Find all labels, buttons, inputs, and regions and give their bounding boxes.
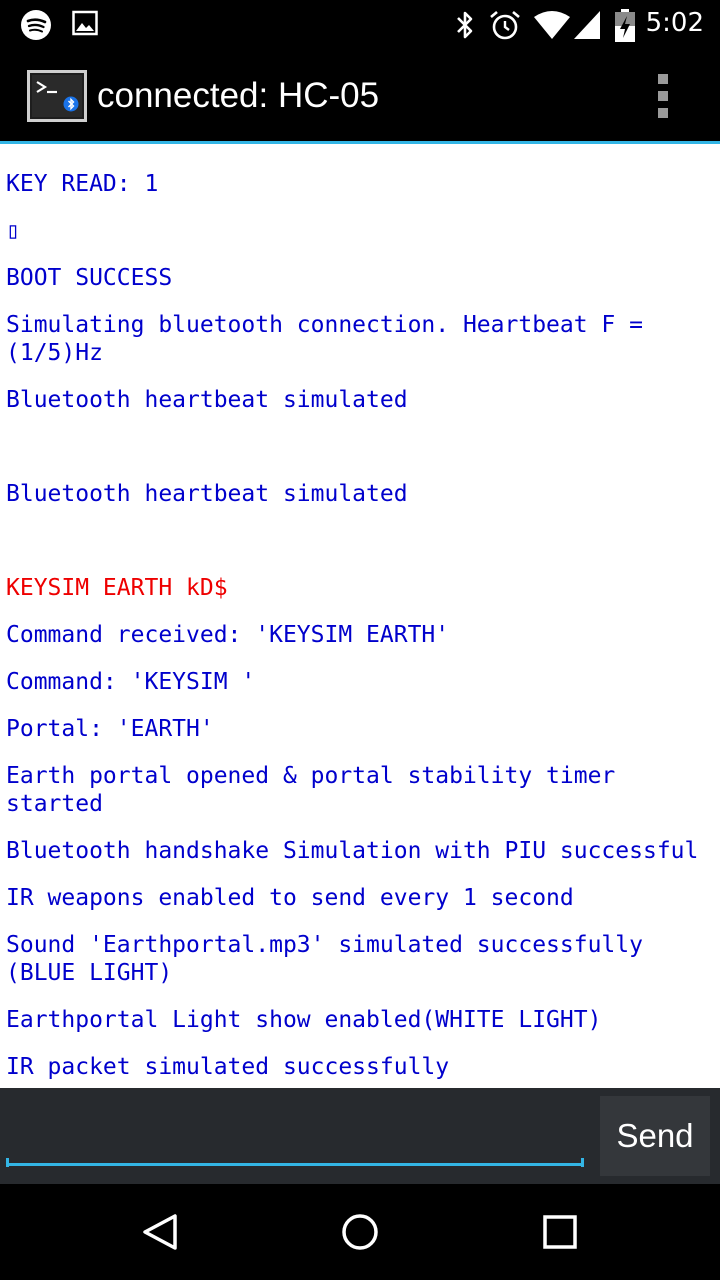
input-underline-left (6, 1158, 9, 1167)
send-button[interactable]: Send (600, 1096, 710, 1176)
terminal-line: Command: 'KEYSIM ' (6, 669, 256, 695)
terminal-line: Sound 'Earthportal.mp3' simulated succes… (6, 932, 657, 986)
status-time: 5:02 (645, 8, 704, 38)
terminal-line: IR packet simulated successfully (6, 1054, 450, 1080)
image-icon (72, 10, 98, 36)
overflow-menu-icon[interactable] (652, 74, 674, 118)
home-icon[interactable] (340, 1212, 380, 1252)
terminal-line: Simulating bluetooth connection. Heartbe… (6, 312, 657, 366)
terminal-line: Earthportal Light show enabled(WHITE LIG… (6, 1007, 602, 1033)
terminal-line: Bluetooth heartbeat simulated (6, 387, 408, 413)
recents-icon[interactable] (542, 1212, 578, 1252)
bluetooth-icon (457, 11, 473, 39)
terminal-bluetooth-icon[interactable] (27, 70, 87, 122)
status-bar: 5:02 (0, 0, 720, 50)
terminal-line: Bluetooth handshake Simulation with PIU … (6, 838, 699, 864)
action-bar-divider (0, 141, 720, 144)
terminal-line: KEY READ: 1 (6, 171, 159, 197)
navigation-bar (0, 1184, 720, 1280)
terminal-output[interactable]: KEY READ: 1 ▯ BOOT SUCCESS Simulating bluet… (6, 170, 714, 1082)
terminal-line: Command received: 'KEYSIM EARTH' (6, 622, 450, 648)
alarm-icon (490, 11, 520, 40)
input-underline-right (581, 1158, 584, 1167)
input-bar: Send (0, 1088, 720, 1184)
sent-command-line: KEYSIM EARTH kD$ (6, 575, 228, 601)
back-icon[interactable] (140, 1212, 180, 1252)
signal-icon (574, 11, 600, 39)
battery-charging-icon (615, 9, 635, 42)
spotify-icon (21, 10, 51, 40)
terminal-line: Earth portal opened & portal stability t… (6, 763, 630, 817)
wifi-icon (534, 11, 570, 39)
action-bar: connected: HC-05 (0, 50, 720, 141)
terminal-line: Bluetooth heartbeat simulated (6, 481, 408, 507)
terminal-line: Portal: 'EARTH' (6, 716, 214, 742)
terminal-line: IR weapons enabled to send every 1 secon… (6, 885, 574, 911)
terminal-line: BOOT SUCCESS (6, 265, 173, 291)
connection-title: connected: HC-05 (97, 76, 380, 115)
terminal-line: ▯ (6, 218, 20, 244)
blank-line (6, 433, 714, 461)
blank-line (6, 527, 714, 555)
message-input[interactable] (6, 1096, 584, 1166)
